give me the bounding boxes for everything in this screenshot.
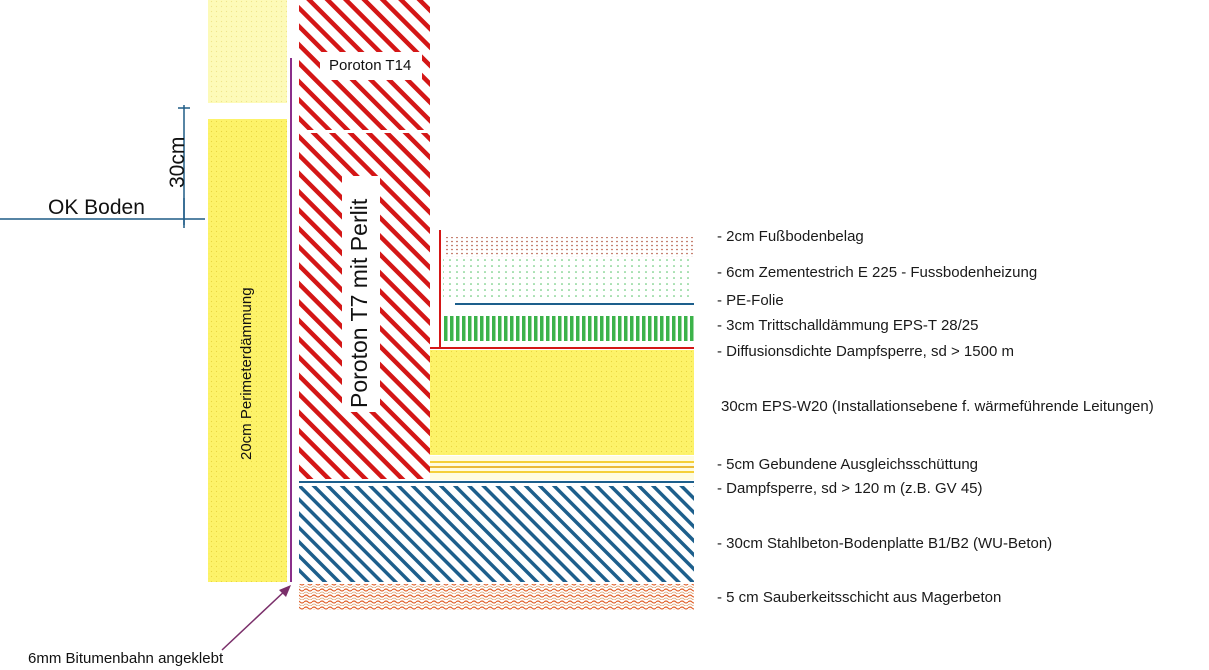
layer-label-levelling-fill: - 5cm Gebundene Ausgleichsschüttung (717, 456, 978, 473)
impact-sound-insulation-layer (443, 316, 694, 341)
height-30cm-label: 30cm (166, 136, 189, 188)
perimeter-insulation-upper (208, 0, 287, 103)
layer-label-vapour-barrier-gv45: - Dampfsperre, sd > 120 m (z.B. GV 45) (717, 480, 983, 497)
layer-label-pe-foil: - PE-Folie (717, 292, 784, 309)
layer-label-vapour-barrier: - Diffusionsdichte Dampfsperre, sd > 150… (717, 343, 1014, 360)
layer-label-screed: - 6cm Zementestrich E 225 - Fussbodenhei… (717, 264, 1038, 281)
ok-boden-label: OK Boden (48, 196, 145, 219)
poroton-t7-label-box (342, 176, 380, 412)
floor-covering-layer (443, 237, 694, 257)
poroton-t7-label: Poroton T7 mit Perlit (346, 198, 372, 408)
bitumen-label: 6mm Bitumenbahn angeklebt (28, 650, 224, 667)
eps-w20-layer (430, 350, 694, 455)
layer-label-concrete-slab: - 30cm Stahlbeton-Bodenplatte B1/B2 (WU-… (717, 535, 1053, 552)
poroton-t14-label: Poroton T14 (329, 57, 412, 74)
layer-label-lean-concrete: - 5 cm Sauberkeitsschicht aus Magerbeton (717, 589, 1002, 606)
lean-concrete-layer (299, 584, 694, 610)
layer-label-eps-w20: 30cm EPS-W20 (Installationsebene f. wärm… (721, 398, 1154, 415)
layer-label-floor-covering: - 2cm Fußbodenbelag (717, 228, 864, 245)
bitumen-arrow-line (221, 587, 289, 651)
perimeter-insulation (208, 119, 287, 582)
perimeter-insulation-label: 20cm Perimeterdämmung (238, 287, 255, 460)
screed-layer (443, 258, 694, 300)
concrete-slab (299, 486, 694, 582)
poroton-t14-label-box (320, 52, 422, 80)
levelling-fill-layer (430, 456, 694, 480)
bitumen-arrow-head (279, 585, 291, 597)
layer-label-impact-sound: - 3cm Trittschalldämmung EPS-T 28/25 (717, 317, 979, 334)
